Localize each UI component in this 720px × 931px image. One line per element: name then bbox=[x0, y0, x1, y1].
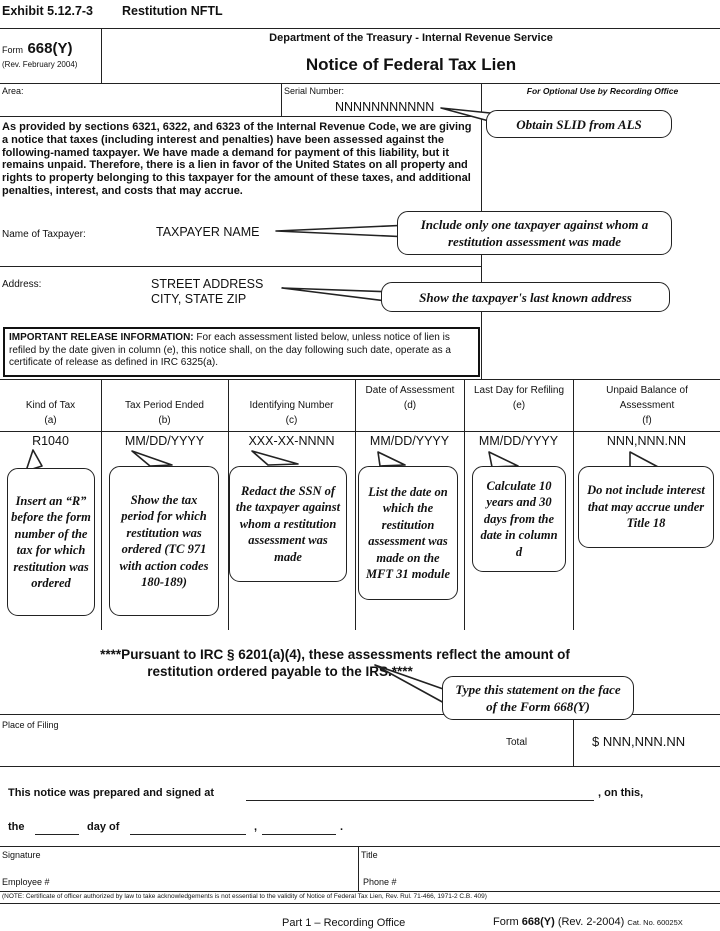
cell-unpaid-balance[interactable]: NNN,NNN.NN bbox=[606, 434, 687, 448]
col-header-unpaid-balance: Unpaid Balance of Assessment(f) bbox=[606, 385, 688, 426]
cell-date-of-assessment[interactable]: MM/DD/YYYY bbox=[369, 434, 450, 448]
form-prefix: Form bbox=[2, 45, 23, 55]
cell-kind-of-tax[interactable]: R1040 bbox=[32, 434, 69, 448]
release-info-heading: IMPORTANT RELEASE INFORMATION: bbox=[9, 332, 194, 343]
address-line-1: STREET ADDRESS bbox=[151, 277, 264, 291]
callout-obtain-slid: Obtain SLID from ALS bbox=[486, 110, 672, 138]
callout-column-b: Show the tax period for which restitutio… bbox=[109, 466, 219, 616]
on-this-text: , on this, bbox=[598, 787, 644, 799]
cell-tax-period[interactable]: MM/DD/YYYY bbox=[124, 434, 205, 448]
employee-number-label: Employee # bbox=[2, 877, 50, 887]
form-revision: (Rev. February 2004) bbox=[2, 60, 78, 69]
prepared-at-field[interactable] bbox=[246, 800, 594, 801]
taxpayer-label: Name of Taxpayer: bbox=[2, 229, 86, 240]
place-of-filing-label: Place of Filing bbox=[2, 720, 59, 730]
address-label: Address: bbox=[2, 279, 42, 290]
callout-column-e: Calculate 10 years and 30 days from the … bbox=[472, 466, 566, 572]
col-header-tax-period: Tax Period Ended(b) bbox=[125, 400, 204, 426]
callout-last-known-address: Show the taxpayer's last known address bbox=[381, 282, 670, 312]
certificate-note: (NOTE: Certificate of officer authorized… bbox=[2, 893, 487, 900]
taxpayer-name-value[interactable]: TAXPAYER NAME bbox=[156, 225, 260, 239]
cell-identifying-number[interactable]: XXX-XX-NNNN bbox=[248, 434, 335, 448]
day-number-field[interactable] bbox=[35, 834, 79, 835]
period-text: . bbox=[340, 821, 344, 833]
signature-label: Signature bbox=[2, 850, 41, 860]
address-line-2: CITY, STATE ZIP bbox=[151, 292, 247, 306]
exhibit-header: Exhibit 5.12.7-3 Restitution NFTL bbox=[2, 4, 223, 18]
day-of-text: day of bbox=[87, 821, 120, 833]
pursuant-statement: ****Pursuant to IRC § 6201(a)(4), these … bbox=[0, 646, 640, 680]
form-title: Notice of Federal Tax Lien bbox=[305, 55, 517, 74]
form-reference: Form 668(Y) (Rev. 2-2004) Cat. No. 60025… bbox=[493, 916, 683, 928]
department-line: Department of the Treasury - Internal Re… bbox=[269, 32, 553, 44]
callout-column-c: Redact the SSN of the taxpayer against w… bbox=[229, 466, 347, 582]
area-label: Area: bbox=[2, 86, 24, 96]
callout-column-d: List the date on which the restitution a… bbox=[358, 466, 458, 600]
serial-number-label: Serial Number: bbox=[284, 86, 345, 96]
callout-column-f: Do not include interest that may accrue … bbox=[578, 466, 714, 548]
month-field[interactable] bbox=[130, 834, 246, 835]
year-field[interactable] bbox=[262, 834, 336, 835]
exhibit-number: Exhibit 5.12.7-3 bbox=[2, 4, 94, 18]
serial-number-value[interactable]: NNNNNNNNNNN bbox=[335, 100, 435, 114]
optional-use-label: For Optional Use by Recording Office bbox=[526, 86, 679, 96]
form-number-block: Form 668(Y) bbox=[2, 40, 72, 58]
comma-text: , bbox=[254, 821, 258, 833]
col-header-identifying-number: Identifying Number(c) bbox=[249, 400, 334, 426]
cell-last-day-refiling[interactable]: MM/DD/YYYY bbox=[478, 434, 559, 448]
callout-type-statement: Type this statement on the face of the F… bbox=[442, 676, 634, 720]
callout-column-a: Insert an “R” before the form number of … bbox=[7, 468, 95, 616]
col-header-last-day-refiling: Last Day for Refiling(e) bbox=[473, 385, 565, 411]
form-number: 668(Y) bbox=[27, 40, 73, 57]
release-info-box: IMPORTANT RELEASE INFORMATION: For each … bbox=[3, 327, 480, 377]
notice-text: As provided by sections 6321, 6322, and … bbox=[2, 121, 472, 197]
total-value[interactable]: $ NNN,NNN.NN bbox=[592, 734, 686, 749]
title-label: Title bbox=[361, 850, 378, 860]
part-label: Part 1 – Recording Office bbox=[282, 917, 406, 929]
exhibit-title: Restitution NFTL bbox=[121, 4, 223, 18]
address-value[interactable]: STREET ADDRESS CITY, STATE ZIP bbox=[151, 277, 263, 307]
phone-number-label: Phone # bbox=[363, 877, 397, 887]
callout-one-taxpayer: Include only one taxpayer against whom a… bbox=[397, 211, 672, 255]
total-label: Total bbox=[506, 737, 528, 748]
the-text: the bbox=[8, 821, 25, 833]
col-header-date-of-assessment: Date of Assessment(d) bbox=[365, 385, 455, 411]
prepared-text: This notice was prepared and signed at bbox=[8, 787, 214, 799]
release-info-text: For each assessment listed below, unless… bbox=[9, 332, 451, 368]
col-header-kind-of-tax: Kind of Tax(a) bbox=[25, 400, 76, 426]
